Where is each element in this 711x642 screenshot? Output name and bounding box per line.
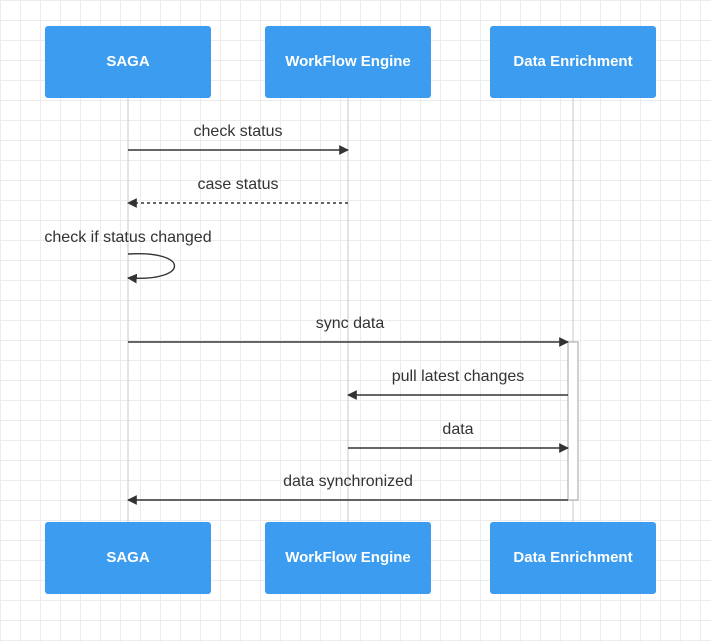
actor-box <box>45 26 211 98</box>
actor-label: WorkFlow Engine <box>285 549 411 566</box>
message-label: data <box>442 421 473 438</box>
actor-box <box>265 26 431 98</box>
actor-saga-bottom: SAGA <box>45 522 211 594</box>
actor-saga-top: SAGA <box>45 26 211 98</box>
actor-box <box>45 522 211 594</box>
actor-label: Data Enrichment <box>513 549 632 566</box>
message-label: check status <box>194 123 283 140</box>
message-sync-data: sync data <box>128 315 569 347</box>
actor-data-enrichment-top: Data Enrichment <box>490 26 656 98</box>
actor-workflow-engine-bottom: WorkFlow Engine <box>265 522 431 594</box>
actor-box <box>490 522 656 594</box>
actor-label: SAGA <box>106 53 150 70</box>
message-pull-latest-changes: pull latest changes <box>347 368 568 400</box>
self-message-arrow <box>127 252 175 284</box>
message-case-status: case status <box>127 176 348 208</box>
actor-workflow-engine-top: WorkFlow Engine <box>265 26 431 98</box>
message-label: sync data <box>316 315 385 332</box>
actor-label: WorkFlow Engine <box>285 53 411 70</box>
message-data-synchronized: data synchronized <box>127 473 568 505</box>
activation-data-enrichment <box>567 341 579 501</box>
message-label: pull latest changes <box>392 368 525 385</box>
message-check-if-status-changed: check if status changed <box>44 229 212 284</box>
actor-box <box>265 522 431 594</box>
message-label: data synchronized <box>283 473 413 490</box>
message-check-status: check status <box>128 123 349 155</box>
message-data: data <box>348 421 569 453</box>
message-label: check if status changed <box>44 229 211 246</box>
actor-box <box>490 26 656 98</box>
actor-label: SAGA <box>106 549 150 566</box>
actor-data-enrichment-bottom: Data Enrichment <box>490 522 656 594</box>
message-label: case status <box>198 176 279 193</box>
actor-label: Data Enrichment <box>513 53 632 70</box>
